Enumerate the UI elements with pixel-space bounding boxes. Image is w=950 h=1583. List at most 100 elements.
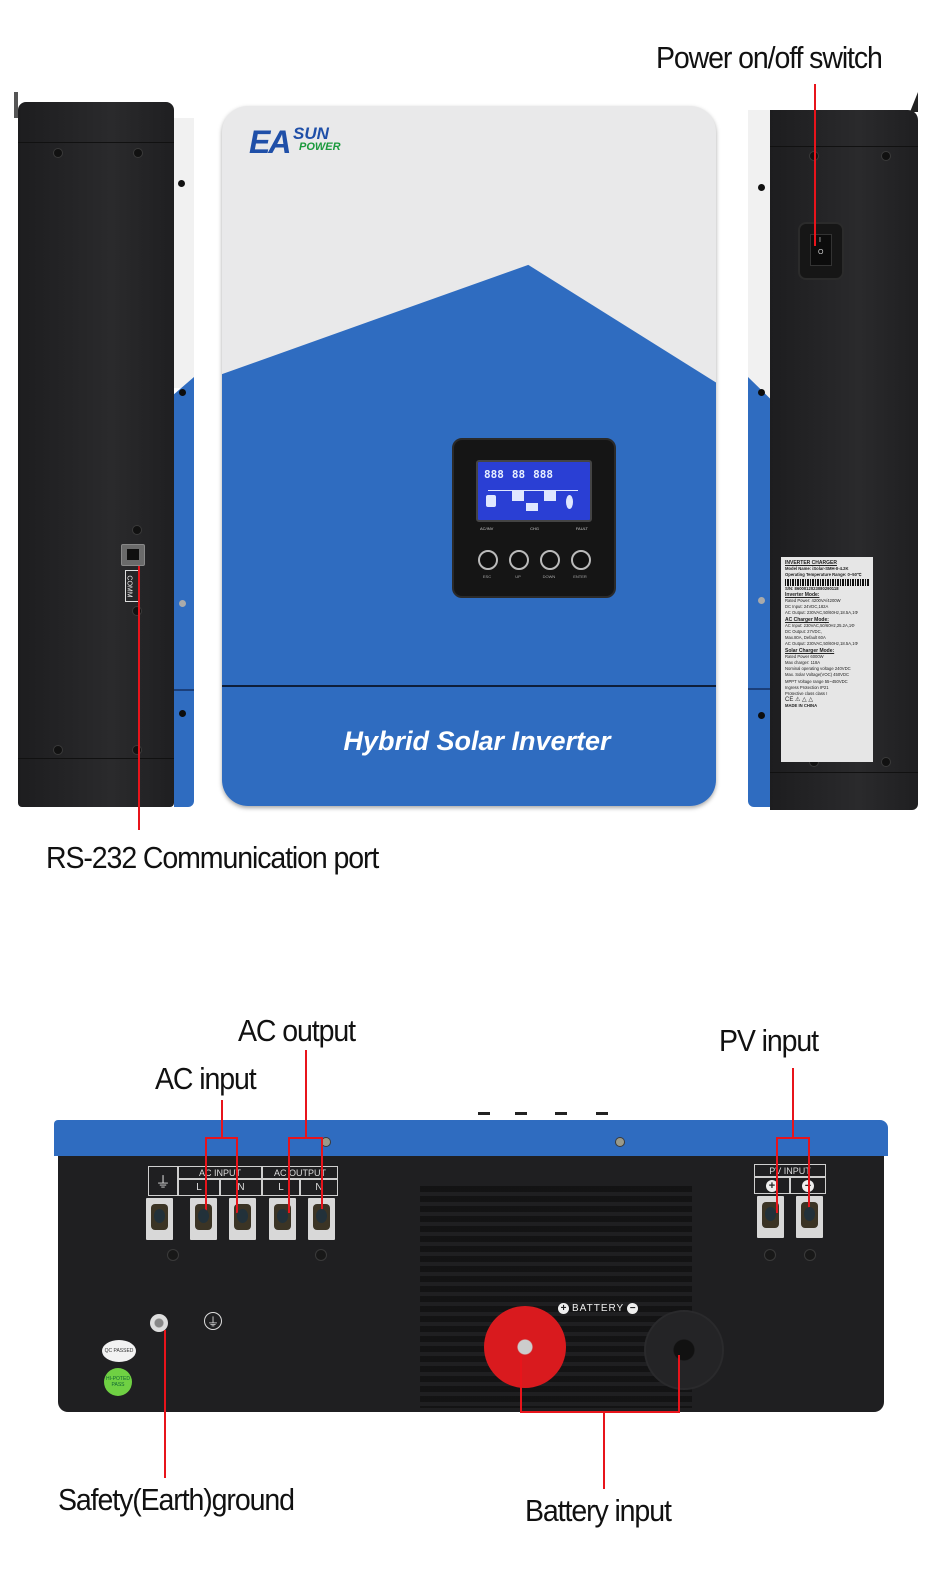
bulb-icon bbox=[566, 495, 573, 509]
battery-icon bbox=[526, 503, 538, 511]
qc-passed-badge: QC PASSED bbox=[102, 1340, 136, 1362]
up-button[interactable] bbox=[509, 550, 529, 570]
lcd-readout-mid: 88 bbox=[511, 468, 526, 481]
grid-icon bbox=[544, 491, 556, 501]
callout-ac-output: AC output bbox=[238, 1013, 356, 1048]
ground-header-cell: ⏚ bbox=[148, 1166, 178, 1196]
ac-input-l: L bbox=[178, 1179, 220, 1196]
hole-icon bbox=[758, 184, 765, 191]
inverter-bottom-view: ⏚ AC INPUT AC OUTPUT L N L N PV INPUT + … bbox=[54, 1112, 888, 1412]
screw-icon bbox=[133, 746, 141, 754]
indicator-row: AC/INV CHG FAULT bbox=[480, 526, 588, 531]
comm-port-label: COMM bbox=[125, 570, 139, 602]
callout-power-switch: Power on/off switch bbox=[656, 40, 883, 75]
hole-icon bbox=[179, 600, 186, 607]
battery-label: + BATTERY − bbox=[558, 1303, 639, 1314]
ac-input-n: N bbox=[220, 1179, 262, 1196]
callout-pv-input: PV input bbox=[719, 1023, 819, 1058]
callout-line-ac-input bbox=[221, 1100, 223, 1138]
vent-grille bbox=[420, 1186, 692, 1408]
callout-line-ac-output bbox=[305, 1050, 307, 1138]
screw-icon bbox=[54, 746, 62, 754]
screw-icon bbox=[134, 149, 142, 157]
callout-line-earth-ground bbox=[164, 1330, 166, 1478]
callout-line-power-switch bbox=[814, 84, 816, 246]
screw-icon bbox=[133, 526, 141, 534]
screw-icon bbox=[322, 1138, 330, 1146]
esc-button[interactable] bbox=[478, 550, 498, 570]
callout-line-rs232 bbox=[138, 566, 140, 830]
hole-icon bbox=[179, 389, 186, 396]
enter-button[interactable] bbox=[571, 550, 591, 570]
callout-line-battery bbox=[520, 1355, 522, 1413]
solar-panel-icon bbox=[486, 495, 496, 507]
hole-icon bbox=[758, 597, 765, 604]
inverter-icon bbox=[512, 491, 524, 501]
inverter-front-panel: EA SUN POWER 888 88 888 AC/INV CHG FAULT bbox=[222, 106, 716, 806]
hole-icon bbox=[758, 712, 765, 719]
pv-plus-cell: + bbox=[754, 1177, 790, 1194]
ac-input-n-terminal[interactable] bbox=[229, 1198, 256, 1240]
ac-output-l-terminal[interactable] bbox=[269, 1198, 296, 1240]
plus-icon: + bbox=[766, 1179, 778, 1192]
screw-icon bbox=[54, 149, 62, 157]
callout-earth-ground: Safety(Earth)ground bbox=[58, 1482, 295, 1517]
right-front-edge-blue bbox=[748, 377, 770, 807]
indicator-chg: CHG bbox=[530, 526, 540, 531]
battery-negative-terminal[interactable] bbox=[644, 1310, 724, 1390]
pv-positive-terminal[interactable] bbox=[757, 1196, 784, 1238]
ac-output-n: N bbox=[300, 1179, 338, 1196]
battery-positive-terminal[interactable] bbox=[484, 1306, 566, 1388]
screw-icon bbox=[616, 1138, 624, 1146]
lcd-readout-right: 888 bbox=[533, 468, 553, 481]
ground-terminal[interactable] bbox=[146, 1198, 173, 1240]
ac-input-l-terminal[interactable] bbox=[190, 1198, 217, 1240]
rs232-comm-port[interactable] bbox=[121, 544, 145, 566]
barcode bbox=[785, 578, 869, 586]
ac-input-header: AC INPUT bbox=[178, 1166, 262, 1179]
hole-icon bbox=[179, 710, 186, 717]
screw-icon bbox=[316, 1250, 326, 1260]
hole-icon bbox=[178, 180, 185, 187]
callout-rs232: RS-232 Communication port bbox=[46, 840, 379, 875]
left-front-edge-blue bbox=[174, 377, 194, 807]
screw-icon bbox=[133, 607, 141, 615]
product-name: Hybrid Solar Inverter bbox=[343, 726, 611, 756]
ac-output-l: L bbox=[262, 1179, 300, 1196]
pv-input-header: PV INPUT bbox=[754, 1164, 826, 1177]
lcd-readout-left: 888 bbox=[484, 468, 504, 481]
power-switch-housing: I O bbox=[798, 222, 844, 280]
callout-battery-input: Battery input bbox=[525, 1493, 672, 1528]
earth-ground-screw[interactable] bbox=[150, 1314, 168, 1332]
left-side-body: COMM bbox=[18, 102, 174, 807]
lcd-flow-diagram bbox=[486, 490, 578, 513]
screw-icon bbox=[882, 758, 890, 766]
down-button[interactable] bbox=[540, 550, 560, 570]
indicator-fault: FAULT bbox=[575, 526, 588, 531]
hipot-pass-badge: HI-POTED PASS bbox=[104, 1368, 132, 1396]
callout-ac-input: AC input bbox=[155, 1061, 257, 1096]
callout-line-pv-input bbox=[792, 1068, 794, 1138]
left-front-edge-white bbox=[174, 118, 194, 388]
right-front-edge-white bbox=[748, 110, 770, 410]
minus-icon: − bbox=[627, 1303, 639, 1314]
rating-label: INVERTER CHARGER Model Name: iSolar-SMH-… bbox=[781, 557, 873, 762]
lcd-control-module: 888 88 888 AC/INV CHG FAULT ESC UP DOWN … bbox=[452, 438, 616, 598]
screw-icon bbox=[805, 1250, 815, 1260]
hole-icon bbox=[758, 389, 765, 396]
screw-icon bbox=[810, 758, 818, 766]
ac-output-header: AC OUTPUT bbox=[262, 1166, 338, 1179]
blue-lid bbox=[54, 1120, 888, 1156]
certification-marks: CE ⚠ △ △ bbox=[785, 697, 813, 704]
ground-symbol-icon: ⏚ bbox=[204, 1312, 222, 1330]
rear-bracket bbox=[910, 92, 918, 112]
left-side-view: COMM bbox=[14, 92, 198, 810]
panel-divider bbox=[222, 685, 716, 687]
plus-icon: + bbox=[558, 1303, 569, 1314]
screw-icon bbox=[882, 152, 890, 160]
screw-icon bbox=[765, 1250, 775, 1260]
indicator-ac-inv: AC/INV bbox=[480, 526, 494, 531]
lcd-screen: 888 88 888 bbox=[476, 460, 592, 522]
screw-icon bbox=[168, 1250, 178, 1260]
left-side-wall-tab bbox=[14, 92, 18, 118]
